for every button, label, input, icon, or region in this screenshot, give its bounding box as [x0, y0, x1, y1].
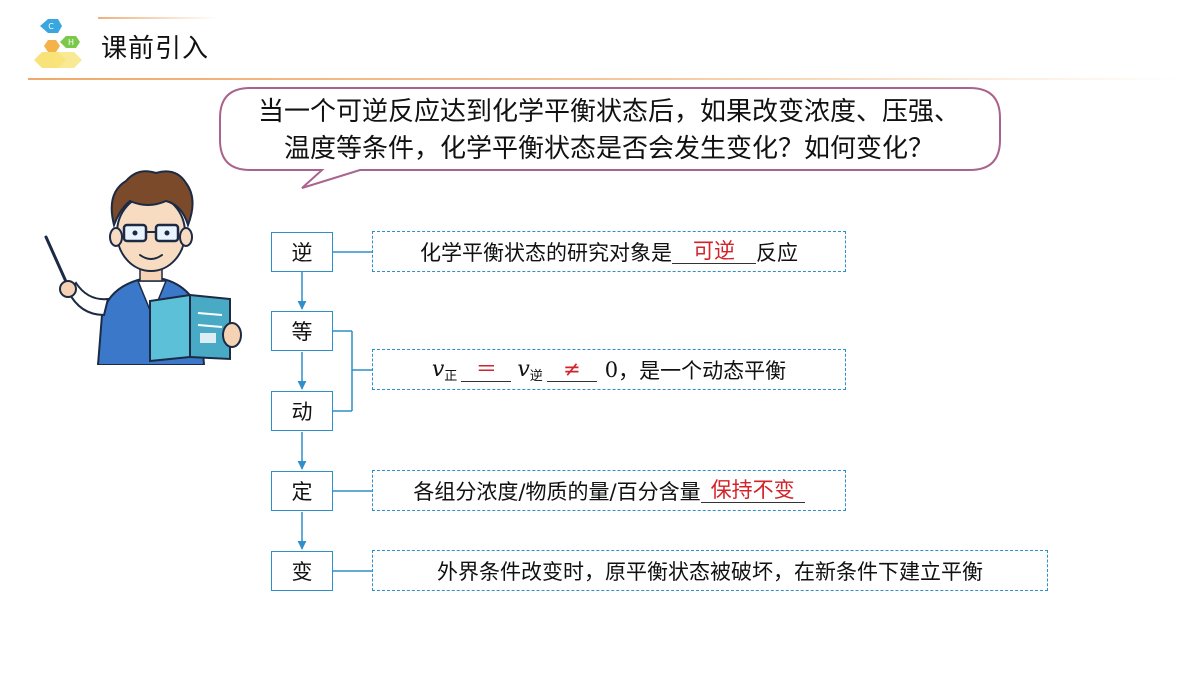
node-dynamic: 动	[271, 391, 333, 431]
page-title: 课前引入	[101, 34, 210, 64]
box1-suffix: 反应	[756, 240, 798, 265]
box1-answer: 可逆	[672, 239, 756, 264]
logo-letter-h: H	[68, 38, 74, 47]
speech-bubble	[219, 87, 1001, 189]
description-box-change: 外界条件改变时，原平衡状态被破坏，在新条件下建立平衡	[372, 550, 1048, 591]
rate-symbol-reverse: v	[517, 357, 530, 382]
box2-answer-equal: ＝	[461, 357, 512, 382]
box4-text: 外界条件改变时，原平衡状态被破坏，在新条件下建立平衡	[437, 559, 983, 584]
rate-symbol-forward: v	[431, 357, 445, 382]
chemistry-logo-icon: C H	[34, 19, 82, 68]
speech-line-2: 温度等条件，化学平衡状态是否会发生变化？如何变化？	[283, 134, 934, 164]
box2-zero: 0	[604, 357, 619, 382]
teacher-illustration-icon	[44, 170, 242, 365]
box2-suffix: ，是一个动态平衡	[618, 358, 787, 383]
header-accent-line	[98, 17, 218, 19]
rate-sub-forward: 正	[444, 369, 458, 384]
node-change: 变	[271, 551, 333, 591]
node-reversible: 逆	[271, 232, 333, 272]
box3-prefix: 各组分浓度/物质的量/百分含量	[413, 479, 701, 504]
description-box-reversible: 化学平衡状态的研究对象是可逆反应	[372, 231, 846, 272]
rate-sub-reverse: 逆	[529, 369, 543, 384]
box3-answer: 保持不变	[700, 478, 805, 503]
node-equal: 等	[271, 311, 333, 351]
header-divider	[28, 78, 1178, 80]
box2-answer-not-equal: ≠	[546, 357, 597, 382]
box1-prefix: 化学平衡状态的研究对象是	[420, 240, 672, 265]
speech-bubble-text: 当一个可逆反应达到化学平衡状态后，如果改变浓度、压强、 温度等条件，化学平衡状态…	[224, 94, 994, 168]
speech-line-1: 当一个可逆反应达到化学平衡状态后，如果改变浓度、压强、	[257, 97, 960, 127]
node-fixed: 定	[271, 471, 333, 511]
description-box-fixed: 各组分浓度/物质的量/百分含量保持不变	[372, 470, 846, 511]
logo-letter-c: C	[48, 22, 54, 31]
